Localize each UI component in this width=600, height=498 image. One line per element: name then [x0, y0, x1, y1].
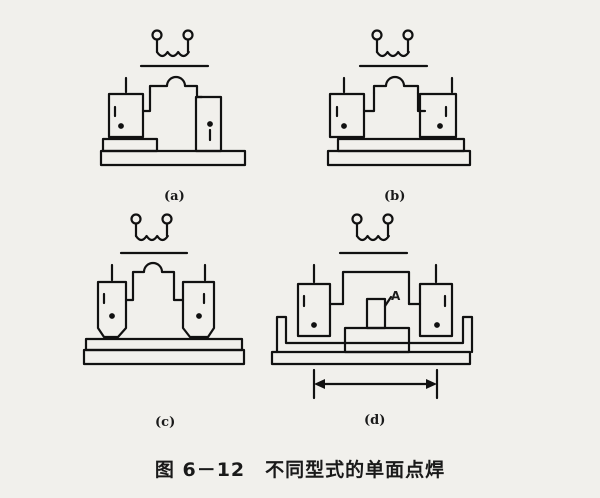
panel-a-workpiece — [99, 137, 247, 167]
panel-d-drawing — [270, 213, 474, 400]
panel-a-current-path — [142, 90, 204, 113]
panel-d-label: (d) — [364, 413, 386, 428]
panel-c-right-electrode — [181, 263, 216, 339]
panel-c-label: (c) — [155, 415, 176, 430]
panel-d-left-electrode — [296, 263, 332, 338]
panel-a-transformer-icon — [139, 29, 210, 68]
figure-caption: 图 6－12 不同型式的单面点焊 — [154, 459, 446, 481]
panel-a-drawing — [99, 29, 247, 167]
panel-c-left-electrode — [96, 263, 128, 339]
panel-d-workpiece — [270, 315, 474, 366]
panel-a-secondary-circuit — [148, 75, 199, 94]
panel-b-label: (b) — [384, 189, 406, 204]
panel-d-secondary-circuit — [341, 270, 411, 306]
panel-b-current-path — [362, 91, 427, 113]
panel-b-secondary-circuit — [372, 75, 420, 95]
panel-b-transformer-icon — [358, 29, 429, 68]
panel-d-dimension — [312, 368, 439, 400]
panel-d-dimension-arrows — [314, 379, 437, 389]
panel-b-right-electrode — [418, 76, 458, 139]
panel-a-right-electrode — [194, 95, 223, 153]
callout-a-label: A — [391, 289, 401, 303]
panel-b-left-electrode — [328, 76, 366, 139]
panel-b-drawing — [326, 29, 472, 167]
panel-a-left-electrode — [107, 76, 145, 139]
panel-d-right-electrode — [418, 263, 454, 338]
panel-c-secondary-circuit — [131, 261, 176, 278]
panel-c-transformer-icon — [119, 213, 189, 255]
panel-d-transformer-icon — [338, 213, 409, 255]
panel-c-drawing — [82, 213, 246, 366]
panel-c-current-path — [124, 274, 185, 302]
panel-b-workpiece — [326, 137, 472, 167]
panel-a-label: (a) — [164, 189, 185, 204]
panel-c-workpiece — [82, 337, 246, 366]
